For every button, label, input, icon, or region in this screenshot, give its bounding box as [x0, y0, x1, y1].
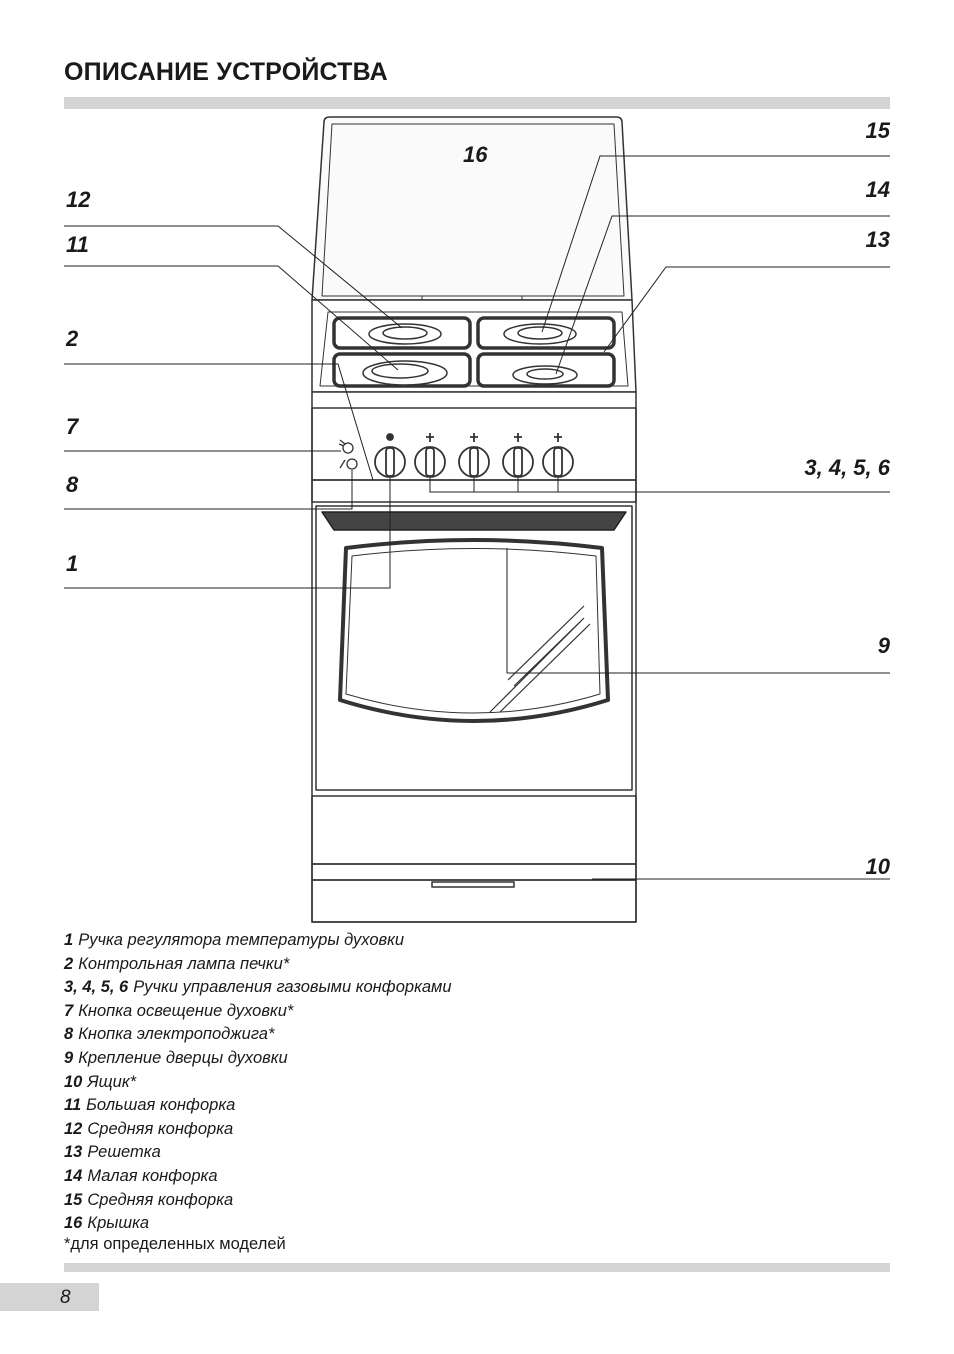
- burner-small-front-right: [512, 365, 578, 385]
- leader-14: [555, 215, 890, 375]
- page-number: 8: [60, 1287, 71, 1308]
- callout-11: 11: [66, 232, 89, 257]
- burner-medium-back-right: [503, 323, 577, 345]
- grate: [332, 316, 616, 388]
- callout-10: 10: [866, 854, 891, 879]
- callout-9: 9: [878, 633, 891, 658]
- light-button: [338, 439, 354, 454]
- callout-15: 15: [866, 118, 891, 143]
- leader-11: [64, 265, 399, 371]
- burner-knob-4: [458, 433, 490, 478]
- oven-door: [315, 505, 633, 791]
- callout-7: 7: [66, 414, 80, 439]
- stove-diagram: 16 15 14 13 12 11 2 7 8 3, 4, 5, 6 1 9 1…: [64, 116, 891, 923]
- footer-rule: [64, 1263, 890, 1272]
- callout-3-4-5-6: 3, 4, 5, 6: [804, 455, 890, 480]
- leader-2: [64, 363, 374, 481]
- page-title: ОПИСАНИЕ УСТРОЙСТВА: [64, 58, 388, 86]
- leader-15: [541, 155, 890, 333]
- callout-1: 1: [66, 551, 78, 576]
- footnote: *для определенных моделей: [64, 1235, 286, 1253]
- callout-13: 13: [866, 227, 890, 252]
- burner-medium-back-left: [368, 323, 442, 345]
- burner-knob-6: [542, 433, 574, 478]
- header-rule: [64, 97, 890, 109]
- leader-13: [603, 266, 890, 353]
- leader-12: [64, 225, 403, 329]
- burner-knob-5: [502, 433, 534, 478]
- callout-14: 14: [866, 177, 890, 202]
- callout-12: 12: [66, 187, 91, 212]
- leader-3456: [429, 478, 890, 493]
- leader-8: [64, 470, 353, 510]
- ignition-button: [339, 458, 358, 470]
- oven-temperature-knob: [374, 433, 406, 478]
- callout-8: 8: [66, 472, 79, 497]
- burner-large-front-left: [362, 360, 448, 386]
- callout-2: 2: [65, 326, 79, 351]
- hob: [311, 299, 637, 393]
- burner-knob-3: [414, 433, 446, 478]
- glass-reflection: [489, 605, 591, 713]
- leader-9: [506, 548, 890, 674]
- page-number-box: [0, 1283, 99, 1311]
- leader-1: [64, 478, 391, 589]
- lid: [311, 116, 633, 301]
- callout-16: 16: [463, 142, 488, 167]
